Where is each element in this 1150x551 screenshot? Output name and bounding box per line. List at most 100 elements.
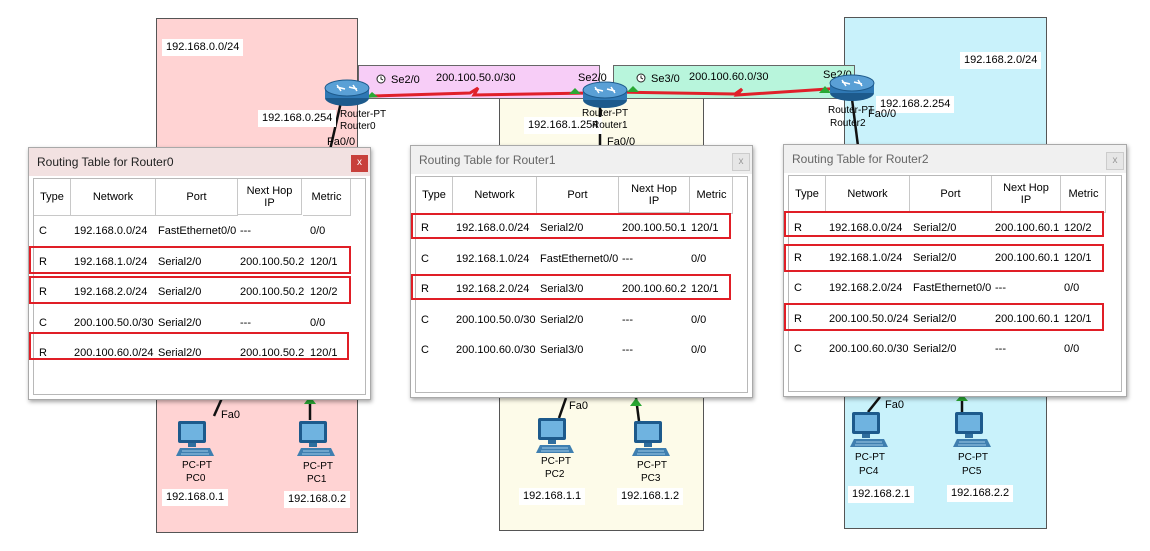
routing-table[interactable]: Type Network Port Next Hop IP Metric R 1… [788, 175, 1122, 392]
pc3-ip-label: 192.168.1.2 [617, 488, 684, 505]
pc5[interactable] [951, 411, 991, 449]
pc0-type-label: PC-PT [182, 460, 212, 471]
highlight-box [29, 332, 349, 360]
router1-serial-left-port-label: Se2/0 [578, 72, 607, 84]
cell-network: 200.100.60.0/30 [456, 344, 536, 356]
router-icon [324, 79, 370, 106]
router0[interactable] [323, 76, 371, 108]
router1-gateway-label: 192.168.1.254 [524, 117, 603, 134]
cell-network: 192.168.2.0/24 [74, 286, 148, 298]
pc2-ip-label: 192.168.1.1 [519, 488, 586, 505]
cell-network: 200.100.50.0/30 [456, 314, 536, 326]
pc0-name-label: PC0 [186, 473, 206, 484]
network-label-right: 192.168.2.0/24 [960, 52, 1042, 69]
close-button[interactable]: x [732, 153, 750, 171]
cell-network: 192.168.1.0/24 [829, 252, 903, 264]
column-header-next-hop[interactable]: Next Hop IP [992, 176, 1061, 212]
cell-network: 192.168.1.0/24 [456, 253, 530, 265]
cell-metric: 0/0 [691, 344, 707, 356]
cell-type: C [39, 317, 47, 329]
highlight-box [29, 276, 351, 304]
pc3-type-label: PC-PT [637, 460, 667, 471]
close-icon: x [738, 156, 744, 167]
cell-next-hop: 200.100.60.1 [995, 252, 1060, 264]
column-header-network[interactable]: Network [826, 176, 910, 213]
cell-next-hop: 200.100.50.2 [240, 256, 305, 268]
pc2-port-label: Fa0 [569, 400, 588, 412]
routing-table-window-router1[interactable]: Routing Table for Router1 x Type Network… [410, 145, 753, 398]
cell-port: Serial2/0 [540, 314, 584, 326]
pc3[interactable] [630, 420, 670, 458]
column-header-next-hop[interactable]: Next Hop IP [238, 179, 302, 215]
cell-metric: 120/1 [1064, 252, 1092, 264]
cell-type: R [421, 222, 429, 234]
column-header-next-hop[interactable]: Next Hop IP [619, 177, 690, 213]
cell-type: R [421, 283, 429, 295]
highlight-box [411, 213, 731, 239]
router0-name-label: Router0 [340, 121, 376, 132]
clock-icon [376, 74, 386, 84]
pc2[interactable] [534, 417, 574, 455]
cell-next-hop: --- [995, 282, 1006, 294]
column-header-port[interactable]: Port [156, 179, 238, 216]
cell-metric: 0/0 [1064, 282, 1080, 294]
column-header-network[interactable]: Network [71, 179, 156, 216]
cell-port: Serial2/0 [158, 317, 202, 329]
cell-next-hop: --- [622, 253, 633, 265]
cell-network: 192.168.0.0/24 [829, 222, 903, 234]
column-header-type[interactable]: Type [416, 177, 453, 214]
cell-next-hop: --- [240, 225, 251, 237]
column-header-metric[interactable]: Metric [1062, 176, 1106, 213]
router1-serial-right-port-label: Se3/0 [651, 73, 680, 85]
column-header-type[interactable]: Type [789, 176, 826, 213]
cell-port: Serial3/0 [540, 344, 584, 356]
router1[interactable] [581, 78, 629, 110]
highlight-box [784, 211, 1104, 237]
pc-icon [850, 412, 888, 447]
pc4[interactable] [848, 411, 888, 449]
cell-type: R [794, 252, 802, 264]
cell-metric: 0/0 [691, 253, 707, 265]
cell-port: FastEthernet0/0 [158, 225, 237, 237]
cell-port: FastEthernet0/0 [540, 253, 619, 265]
column-header-port[interactable]: Port [910, 176, 992, 213]
router2-name-label: Router2 [830, 118, 866, 129]
cell-metric: 120/1 [310, 347, 338, 359]
column-header-metric[interactable]: Metric [303, 179, 351, 216]
pc-icon [297, 421, 335, 456]
router-icon [582, 81, 628, 108]
column-header-metric[interactable]: Metric [691, 177, 733, 214]
routing-table[interactable]: Type Network Port Next Hop IP Metric R 1… [415, 176, 748, 393]
cell-network: 200.100.60.0/24 [74, 347, 154, 359]
cell-port: Serial2/0 [913, 343, 957, 355]
pc1[interactable] [295, 420, 335, 458]
cell-next-hop: --- [995, 343, 1006, 355]
close-button[interactable]: x [351, 155, 368, 172]
pc-icon [953, 412, 991, 447]
router2[interactable] [828, 71, 876, 103]
router1-type-label: Router-PT [582, 108, 629, 119]
pc1-type-label: PC-PT [303, 461, 333, 472]
cell-next-hop: 200.100.60.1 [995, 222, 1060, 234]
cell-type: R [39, 256, 47, 268]
cell-port: Serial2/0 [158, 256, 202, 268]
close-icon: x [357, 157, 362, 168]
column-header-port[interactable]: Port [537, 177, 619, 214]
pc5-name-label: PC5 [962, 466, 982, 477]
pc0-ip-label: 192.168.0.1 [162, 489, 229, 506]
router-icon [829, 74, 875, 101]
cell-metric: 120/1 [1064, 313, 1092, 325]
column-header-type[interactable]: Type [34, 179, 71, 216]
close-button[interactable]: x [1106, 152, 1124, 170]
cell-type: C [39, 225, 47, 237]
router1-name-label: Router1 [592, 120, 628, 131]
window-title: Routing Table for Router0 [29, 148, 370, 176]
pc0[interactable] [174, 420, 214, 458]
column-header-network[interactable]: Network [453, 177, 537, 214]
highlight-box [411, 274, 731, 300]
pc5-type-label: PC-PT [958, 452, 988, 463]
router0-gateway-label: 192.168.0.254 [258, 110, 337, 127]
pc-icon [632, 421, 670, 456]
router0-type-label: Router-PT [340, 109, 387, 120]
router2-fa-port-label: Fa0/0 [868, 108, 897, 120]
